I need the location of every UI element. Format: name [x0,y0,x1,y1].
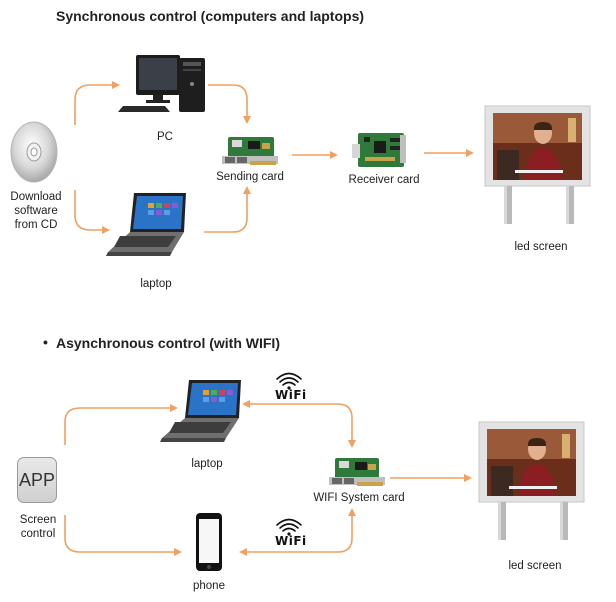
laptop-label: laptop [140,278,172,290]
wifi-label-bottom: WiFi [275,534,307,548]
pc-label: PC [157,131,173,143]
arrow-phone-wifi-card [239,508,356,556]
arrow-cd-to-pc [74,81,120,125]
screen-control-label: Screen control [19,514,57,540]
async-bullet: • [43,334,48,350]
receiver-card-label: Receiver card [348,174,420,186]
arrow-laptop-to-sending [204,186,251,233]
phone-label: phone [193,580,225,592]
wifi-system-card-label: WIFI System card [313,492,405,504]
sending-card-label: Sending card [216,171,284,183]
arrow-laptop-wifi-card [242,400,356,448]
arrow-pc-to-sending [208,84,251,124]
arrow-app-to-phone [64,515,182,556]
sync-title: Synchronous control (computers and lapto… [56,8,365,24]
cd-label: Download software from CD [10,191,62,231]
arrow-cd-to-laptop [74,190,110,234]
led-label-sync: led screen [514,241,568,253]
wifi-label-top: WiFi [275,388,307,402]
async-title: Asynchronous control (with WIFI) [56,335,280,351]
led-label-async: led screen [508,560,562,572]
app-icon: APP [17,457,57,503]
laptop-label-async: laptop [191,458,223,470]
arrow-app-to-laptop [64,404,178,445]
